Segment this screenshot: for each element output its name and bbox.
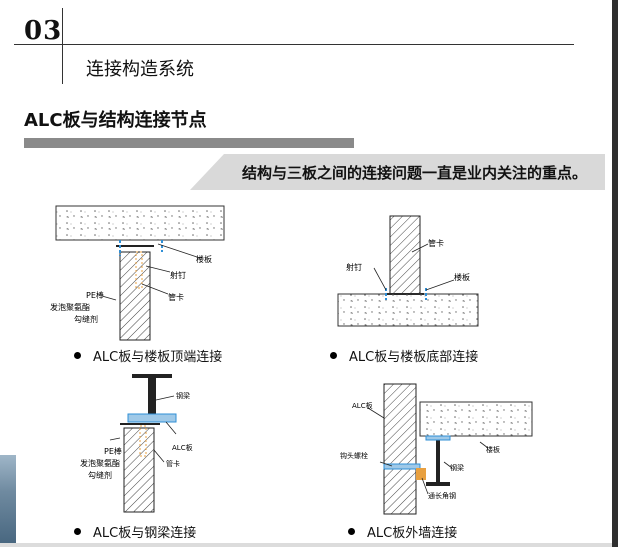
heading-underline	[24, 138, 354, 148]
divider-vertical	[62, 8, 63, 84]
label-angle: 通长角钢	[428, 491, 456, 500]
label-sealant: 勾缝剂	[88, 470, 112, 480]
label-pe-rod: PE棒	[86, 290, 104, 300]
label-slab: 楼板	[486, 445, 500, 454]
left-edge-decoration	[0, 455, 16, 547]
figure-slab-top-connection: 楼板 射钉 管卡 PE棒 发泡聚氨酯 勾缝剂	[50, 205, 225, 341]
label-bolt: 钩头螺栓	[340, 451, 368, 460]
caption-steel-beam: ALC板与钢梁连接	[74, 522, 196, 541]
page-heading: ALC板与结构连接节点	[24, 110, 207, 131]
bottom-edge	[0, 543, 612, 547]
caption-text: ALC板与钢梁连接	[93, 526, 197, 541]
bullet-icon	[74, 352, 81, 359]
label-slab: 楼板	[196, 254, 212, 264]
label-slab: 楼板	[454, 272, 470, 282]
section-title: 连接构造系统	[86, 59, 194, 80]
label-foam: 发泡聚氨酯	[50, 302, 90, 312]
caption-slab-top: ALC板与楼板顶端连接	[74, 346, 222, 365]
banner-text: 结构与三板之间的连接问题一直是业内关注的重点。	[242, 164, 588, 182]
figure-slab-bottom-connection: 管卡 射钉 楼板	[337, 215, 479, 327]
label-nail: 射钉	[346, 262, 362, 272]
label-sealant: 勾缝剂	[74, 314, 98, 324]
caption-text: ALC板与楼板顶端连接	[93, 350, 223, 365]
caption-slab-bottom: ALC板与楼板底部连接	[330, 346, 478, 365]
caption-text: ALC板与楼板底部连接	[349, 350, 479, 365]
label-pe-rod: PE棒	[104, 446, 122, 456]
figure-steel-beam-connection: 钢梁 ALC板 管卡 PE棒 发泡聚氨酯 勾缝剂	[80, 374, 193, 513]
label-nail: 射钉	[170, 270, 186, 280]
section-number: 03	[24, 16, 63, 46]
label-beam: 钢梁	[176, 391, 190, 400]
caption-exterior-wall: ALC板外墙连接	[348, 522, 457, 541]
caption-text: ALC板外墙连接	[367, 526, 458, 541]
label-beam: 钢梁	[450, 463, 464, 472]
label-clip: 管卡	[168, 292, 184, 302]
figure-exterior-wall-connection: ALC板 楼板 钩头螺栓 钢梁 通长角钢	[340, 383, 533, 515]
divider-horizontal	[14, 44, 574, 45]
banner-shape	[190, 154, 605, 190]
bullet-icon	[348, 528, 355, 535]
label-alc: ALC板	[172, 443, 193, 452]
bullet-icon	[74, 528, 81, 535]
label-clip: 管卡	[428, 238, 444, 248]
window-edge	[612, 0, 618, 547]
label-alc: ALC板	[352, 401, 373, 410]
label-foam: 发泡聚氨酯	[80, 458, 120, 468]
bullet-icon	[330, 352, 337, 359]
label-clip: 管卡	[166, 459, 180, 468]
